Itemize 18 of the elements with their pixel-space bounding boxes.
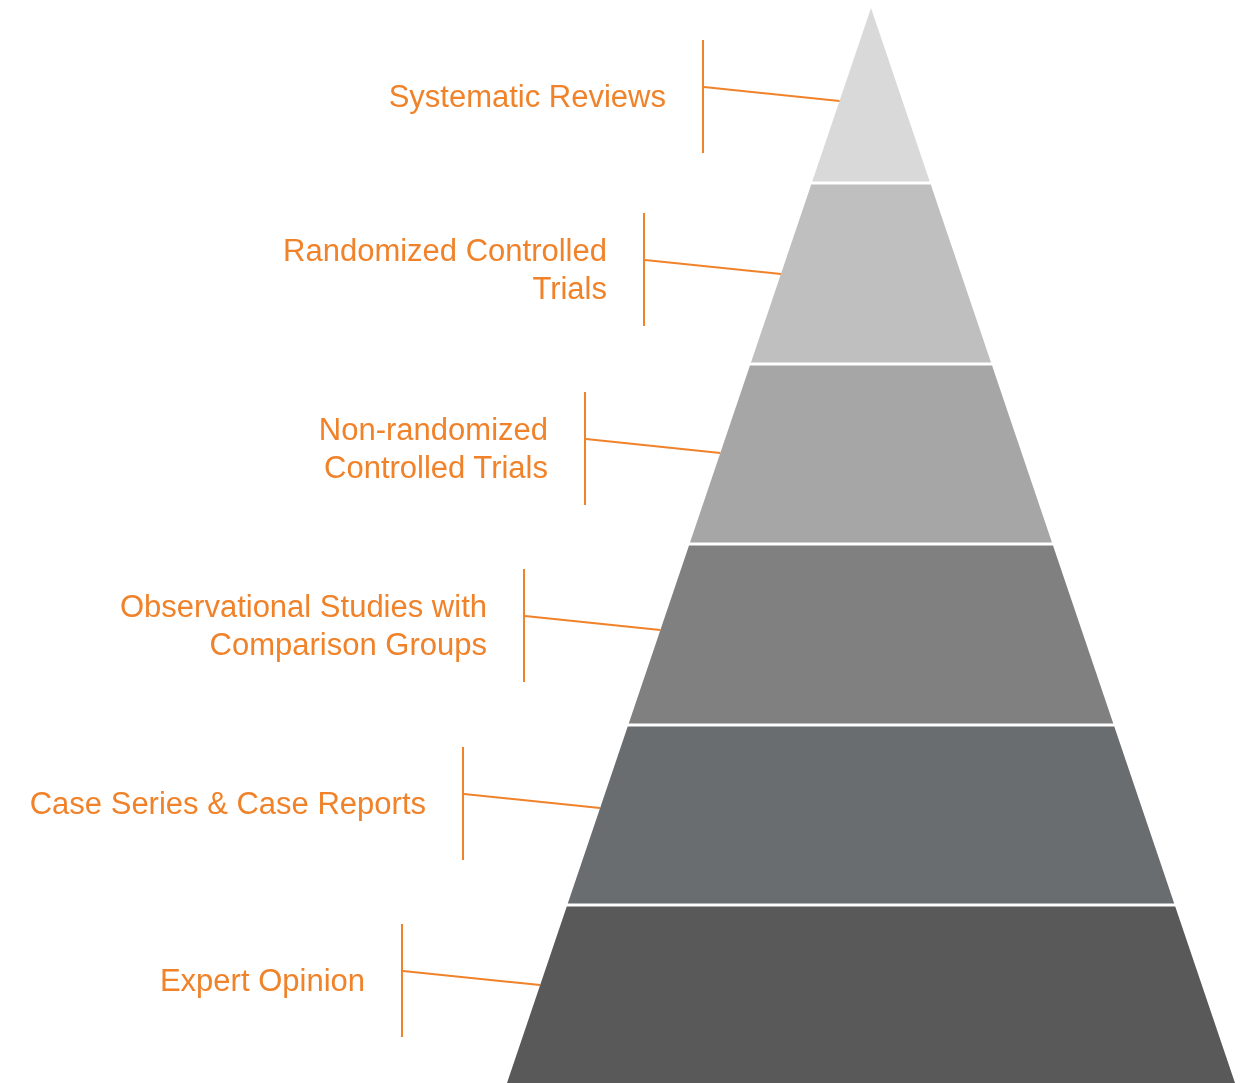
tier-label: Expert Opinion: [159, 961, 365, 1000]
leader-line: [524, 615, 662, 631]
tier-label: Non-randomized Controlled Trials: [317, 410, 548, 487]
tier-label: Observational Studies with Comparison Groups: [118, 587, 487, 664]
tier-label: Randomized Controlled Trials: [282, 231, 607, 308]
pyramid-tier: [690, 365, 1052, 543]
pyramid-tier: [628, 545, 1114, 724]
leader-line: [644, 259, 782, 275]
leader-line: [463, 793, 602, 809]
tier-label: Case Series & Case Reports: [29, 784, 426, 823]
leader-line: [402, 970, 542, 986]
pyramid-tier: [507, 906, 1235, 1083]
leader-line: [585, 438, 722, 454]
pyramid-tier: [750, 184, 992, 363]
tier-label: Systematic Reviews: [388, 77, 666, 116]
leader-line: [703, 86, 841, 102]
pyramid-apex: [812, 8, 930, 182]
pyramid-tier: [567, 726, 1175, 904]
